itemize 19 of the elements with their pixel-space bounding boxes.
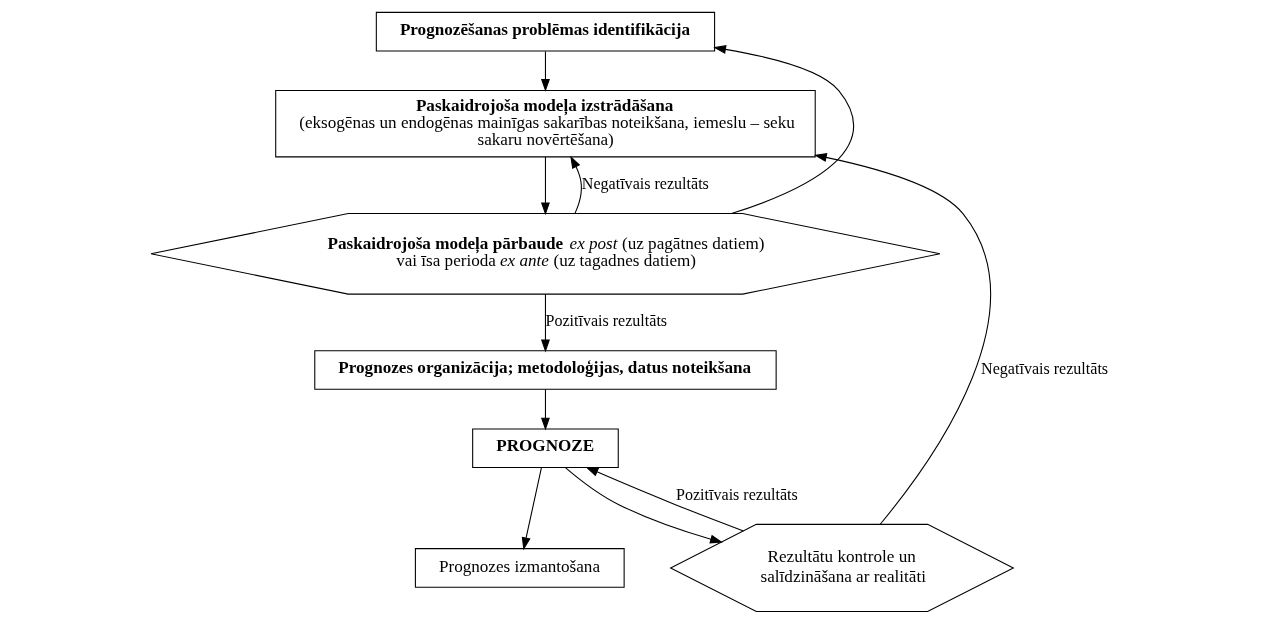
arrow [570, 155, 582, 214]
edge-label: Pozitīvais rezultāts [676, 485, 798, 503]
arrow [540, 293, 550, 353]
node-box: Prognozes izmantošana [414, 548, 625, 588]
arrow [540, 156, 550, 216]
node-box: Prognozēšanas problēmas identifikācija [375, 11, 716, 52]
arrow [813, 153, 992, 525]
edge-label: Negatīvais rezultāts [581, 175, 709, 193]
arrow [540, 50, 550, 92]
arrow [713, 45, 854, 215]
arrow [585, 466, 744, 532]
node-box: Prognozes organizācija; metodoloģijas, datus noteikšana [314, 350, 777, 390]
edge-label: Pozitīvais rezultāts [545, 312, 668, 330]
node-box: PROGNOZE [472, 428, 619, 468]
arrow [540, 389, 550, 431]
node-box: Paskaidrojoša modeļa izstrādāšana (eksogēnas un endogēnas mainīgas sakarības noteikšana, iemeslu – seku sakaru novērtēšana) [275, 90, 816, 158]
arrow [521, 467, 542, 551]
edge-label: Negatīvais rezultāts [981, 359, 1109, 377]
arrow [564, 467, 723, 544]
